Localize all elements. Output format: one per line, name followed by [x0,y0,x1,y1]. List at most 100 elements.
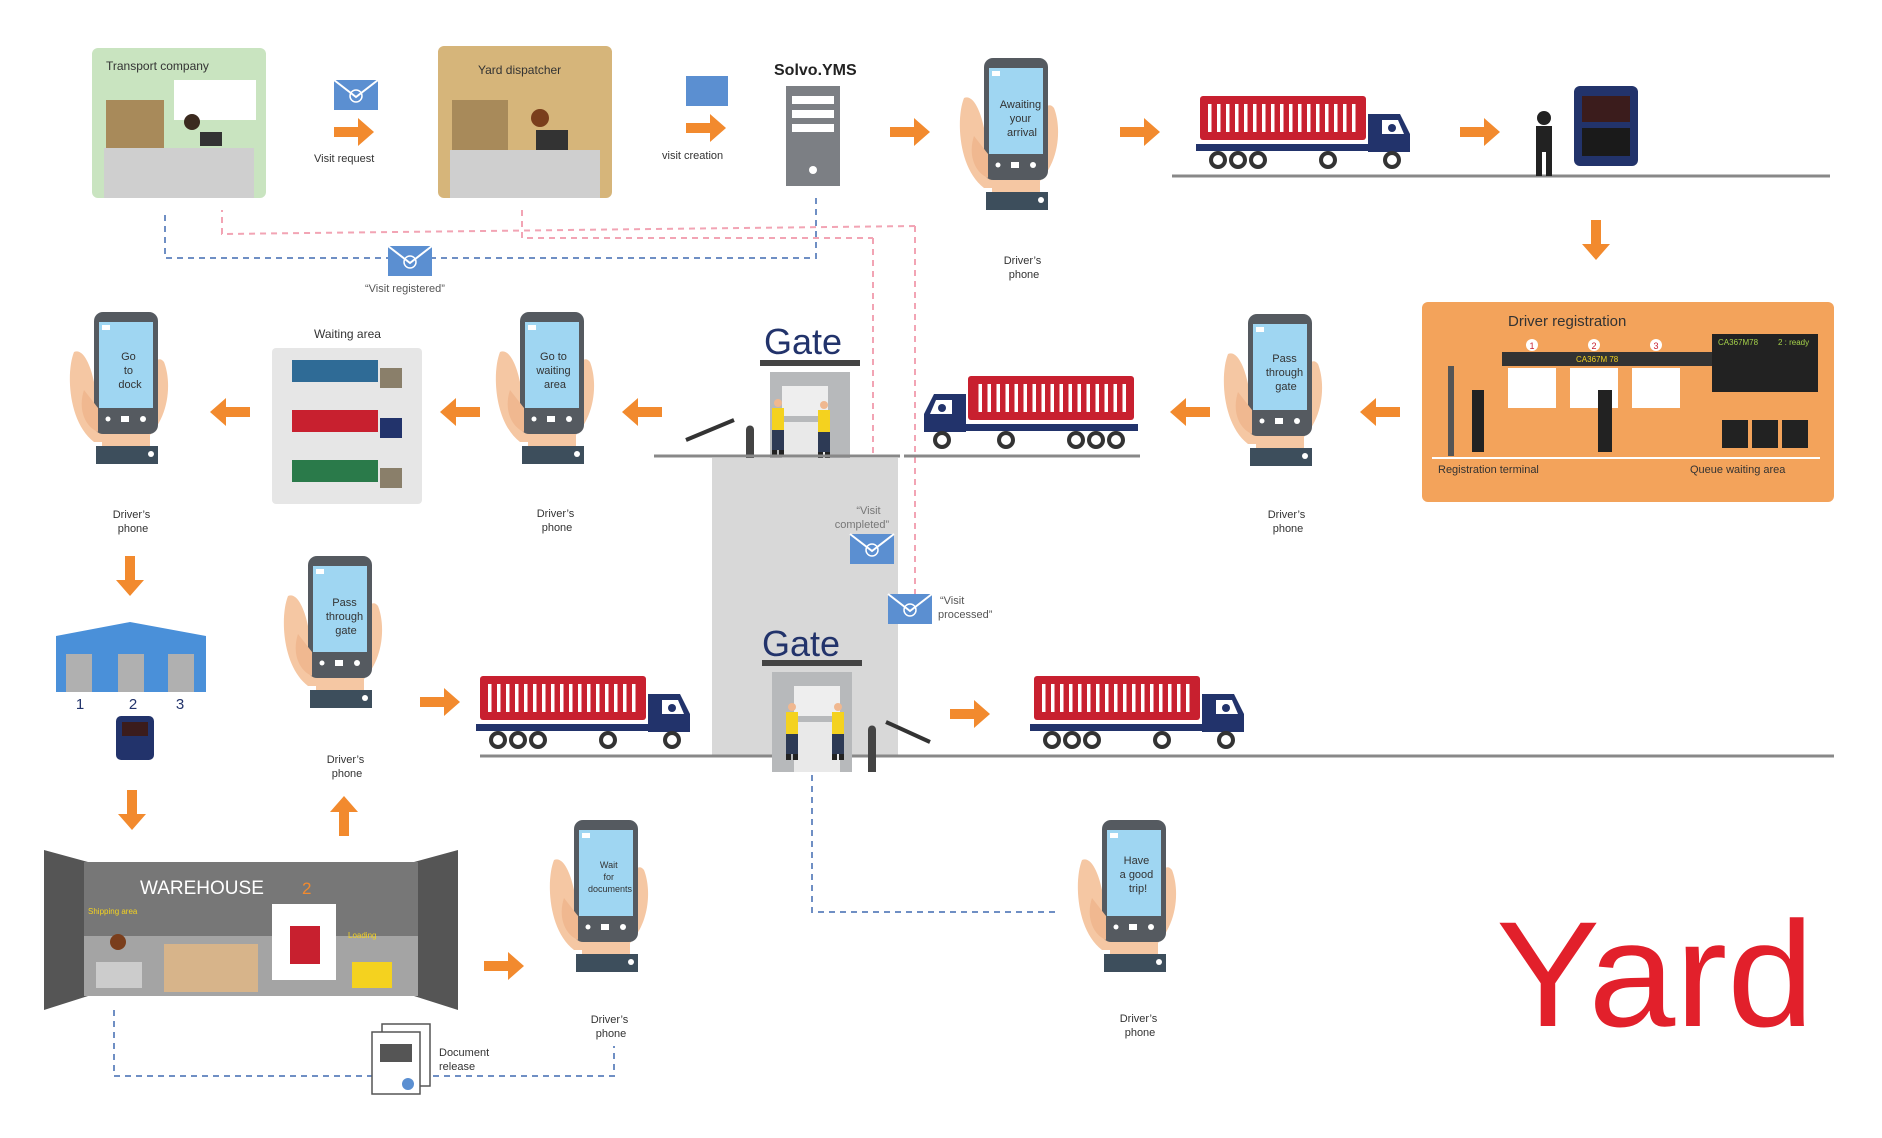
phone-good-trip-screen: Have a good trip! [1120,855,1157,895]
visit-registered-label: “Visit registered” [365,283,445,295]
phone-pass-gate-icon [1223,314,1323,466]
document-icon [371,1023,431,1095]
drivers-phone-caption: Driver’s phone [113,509,154,535]
visit-registered-mail-icon [387,245,433,277]
waiting-area-panel [272,348,422,504]
pallets-icon [164,944,258,992]
drivers-phone-caption: Driver’s phone [327,754,368,780]
visit-processed-label: “Visit processed” [938,595,993,621]
svg-text:3: 3 [1653,341,1658,351]
gate-2-label: Gate [762,623,840,664]
flow-arrow [1460,118,1500,146]
visit-creation-card-icon [686,76,728,106]
barrier-arm [685,418,735,442]
warehouse-panel [44,850,458,1010]
truck-leaving-icon [474,674,692,749]
visit-request-label: Visit request [314,153,374,165]
server-icon [786,86,840,186]
window-plate: CA367M 78 [1576,355,1619,364]
flow-arrow-left [1170,398,1210,426]
phone-wait-docs-screen: Wait for documents [588,860,633,894]
driver-registration-panel: Driver registration 1 2 3 CA367M 78 CA36… [1422,302,1834,502]
flow-arrow-left [210,398,250,426]
dock-1-label: 1 [76,696,84,713]
dispatcher-link-line [521,210,873,239]
driver-person-icon [1536,111,1552,176]
shipping-area-label: Shipping area [88,907,138,916]
visit-completed-label: “Visit completed” [835,505,890,531]
registration-terminal-icon [1448,366,1454,456]
warehouse-title: WAREHOUSE [140,878,264,899]
waiting-area-label: Waiting area [314,327,381,341]
dock-2-label: 2 [129,696,137,713]
chair-icon [1722,420,1748,448]
flow-arrow [950,700,990,728]
monitor-icon [200,132,222,146]
drivers-phone-caption: Driver’s phone [591,1014,632,1040]
truck-departed-icon [1028,674,1246,749]
dock-3-label: 3 [176,696,184,713]
flow-arrow [890,118,930,146]
flow-arrow-up [330,796,358,836]
svg-text:2: 2 [1591,341,1596,351]
transport-company-panel: Transport company [92,48,266,198]
svg-text:CA367M78: CA367M78 [1718,338,1759,347]
flow-arrow-down [1582,220,1610,260]
transport-company-label: Transport company [106,59,209,73]
flow-arrow [686,114,726,142]
drivers-phone-caption: Driver’s phone [1120,1013,1161,1039]
visit-creation-label: visit creation [662,150,723,162]
flow-arrow-left [440,398,480,426]
queue-waiting-label: Queue waiting area [1690,464,1786,476]
yard-title: Yard [1496,890,1814,1058]
loading-label: Loading [348,931,376,940]
document-release-line [113,1010,615,1077]
phone-awaiting-screen: Awaiting your arrival [1000,99,1044,139]
yard-dispatcher-label: Yard dispatcher [478,63,561,77]
person-icon [1472,390,1484,452]
gate-1-label: Gate [764,321,842,362]
flow-arrow-left [622,398,662,426]
flow-arrow-left [1360,398,1400,426]
flow-arrow [484,952,524,980]
phone-go-dock-screen: Go to dock [118,351,142,391]
barrier-arm [885,720,931,744]
window-1-badge [1526,339,1538,351]
truck-front-icon [1574,86,1638,166]
truck-arriving-icon [1194,94,1412,169]
phone-go-waiting-screen: Go to waiting area [535,351,573,391]
queue-board [1712,334,1818,392]
forklift-icon [352,962,392,988]
flow-arrow-down [118,790,146,830]
warehouse-number: 2 [302,879,311,898]
drivers-phone-caption: Driver’s phone [1268,509,1309,535]
document-release-label: Document release [439,1047,492,1073]
phone-pass-gate-screen: Pass through gate [1266,353,1306,393]
svg-text:1: 1 [1529,341,1534,351]
window-3-badge [1650,339,1662,351]
flow-arrow [1120,118,1160,146]
drivers-phone-caption: Driver’s phone [1004,255,1045,281]
drivers-phone-caption: Driver’s phone [537,508,578,534]
chair-icon [1752,420,1778,448]
dispatcher-notice-line [221,210,916,236]
visit-registered-line [164,198,817,259]
flow-arrow-down [116,556,144,596]
truck-entering-icon [922,374,1140,449]
chair-icon [1782,420,1808,448]
exit-line [811,764,1058,913]
flow-arrow [334,118,374,146]
visit-completed-mail-icon [849,533,895,565]
svg-text:2 : ready: 2 : ready [1778,338,1809,347]
phone-wait-docs-icon [549,820,649,972]
dock-building-icon [56,622,206,692]
visit-processed-mail-icon [887,593,933,625]
phone-pass-gate-exit-icon [283,556,383,708]
person-icon [1598,390,1612,452]
yard-dispatcher-panel: Yard dispatcher [438,46,612,198]
registration-terminal-label: Registration terminal [1438,464,1539,476]
truck-at-dock-icon [116,716,154,760]
phone-good-trip-icon [1077,820,1177,972]
